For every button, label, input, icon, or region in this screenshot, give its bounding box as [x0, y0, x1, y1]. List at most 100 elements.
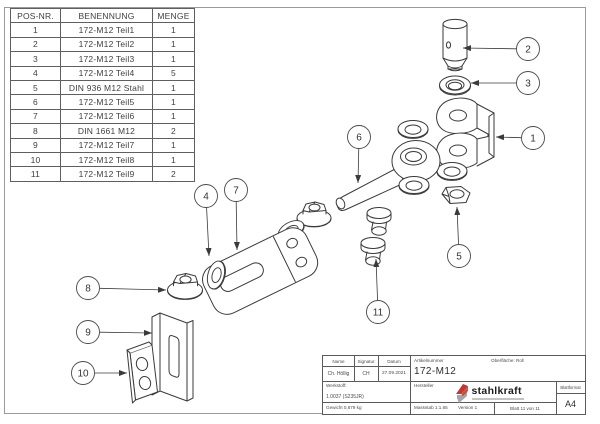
svg-text:10: 10 [77, 369, 89, 380]
bom-cell: 2 [10, 36, 61, 53]
bom-cell: 8 [10, 123, 61, 139]
svg-text:5: 5 [456, 252, 462, 263]
title-block: Name Signatur Datum Ch. Höllig CH 27.09.… [322, 355, 586, 415]
bom-cell: 2 [152, 166, 195, 182]
logo-text: stahlkraft [471, 385, 522, 397]
callout-8: 8 [76, 276, 167, 300]
svg-text:1: 1 [530, 134, 536, 145]
bom-cell: 1 [152, 151, 195, 168]
bom-cell: 172-M12 Teil1 [60, 22, 153, 38]
part-bushing [360, 237, 386, 266]
bom-header-qty: MENGE [152, 7, 195, 24]
name-value: Ch. Höllig [327, 370, 350, 377]
bom-cell: 4 [10, 65, 61, 81]
part-clevis [436, 97, 495, 169]
callout-11: 11 [366, 258, 390, 324]
part-washer [398, 176, 430, 195]
name-label: Name [332, 358, 345, 364]
part-washer [436, 162, 468, 181]
drawing-frame [4, 7, 586, 414]
callout-9: 9 [76, 320, 153, 344]
callout-5: 5 [447, 206, 471, 268]
part-pin [442, 18, 468, 72]
callout-2: 2 [462, 37, 540, 61]
hersteller-label: Hersteller [414, 383, 434, 388]
massstab-value: Massstab 1:1.65 [414, 405, 448, 410]
bom-cell: 172-M12 Teil7 [60, 137, 153, 153]
svg-text:4: 4 [203, 192, 209, 203]
bom-cell: 6 [10, 94, 61, 110]
signatur-label: Signatur [357, 358, 375, 364]
bom-cell: 1 [152, 94, 195, 110]
bom-header-row: POS-NR. BENENNUNG MENGE [10, 7, 195, 24]
svg-text:7: 7 [233, 186, 239, 197]
bom-cell: 7 [10, 108, 61, 125]
bom-cell: 172-M12 Teil8 [60, 151, 153, 168]
bom-cell: 172-M12 Teil6 [60, 108, 153, 125]
artikelnummer-value: 172-M12 [414, 366, 457, 377]
svg-text:2: 2 [525, 45, 531, 56]
artikelnummer-label: Artikelnummer [414, 358, 444, 363]
callout-7: 7 [224, 178, 248, 251]
svg-text:11: 11 [373, 308, 384, 319]
bom-cell: 5 [10, 79, 61, 96]
bom-cell: 11 [10, 166, 61, 182]
part-washer-top [439, 75, 471, 96]
part-flange-nut [296, 201, 332, 228]
part-plate [126, 341, 158, 404]
blattformat-value: A4 [564, 398, 576, 409]
callout-1: 1 [495, 126, 545, 150]
bom-cell: 1 [152, 22, 195, 38]
part-washer [397, 120, 429, 139]
callout-3: 3 [471, 71, 540, 95]
svg-text:8: 8 [85, 284, 91, 295]
part-rod-end [335, 140, 441, 211]
bom-cell: 2 [152, 123, 195, 139]
callout-4: 4 [194, 184, 218, 257]
bom-cell: 1 [152, 36, 195, 53]
stahlkraft-logo: stahlkraft [423, 383, 555, 403]
bom-cell: 1 [152, 137, 195, 153]
bom-cell: 172-M12 Teil2 [60, 36, 153, 53]
bom-cell: 172-M12 Teil9 [60, 166, 153, 182]
bom-cell: 172-M12 Teil3 [60, 51, 153, 67]
bom-cell: 9 [10, 137, 61, 153]
callout-6: 6 [347, 125, 371, 184]
part-bracket [202, 227, 319, 315]
svg-text:3: 3 [525, 79, 531, 90]
svg-text:9: 9 [85, 328, 91, 339]
bom-cell: 1 [152, 79, 195, 96]
part-flange-nut [167, 273, 203, 300]
bom-cell: DIN 936 M12 Stahl [60, 79, 153, 96]
svg-text:6: 6 [356, 133, 362, 144]
bom-cell: 10 [10, 151, 61, 168]
bom-header-pos: POS-NR. [10, 7, 61, 24]
signatur-value: CH [362, 370, 370, 377]
datum-label: Datum [387, 358, 401, 364]
bom-cell: 1 [152, 51, 195, 67]
werkstoff-label: Werkstoff: [326, 383, 347, 388]
bom-cell: 172-M12 Teil4 [60, 65, 153, 81]
bom-cell: 172-M12 Teil5 [60, 94, 153, 110]
part-channel [151, 312, 194, 402]
stahlkraft-logo-icon [455, 383, 468, 403]
callout-10: 10 [71, 361, 127, 385]
datum-value: 27.09.2021 [381, 371, 406, 376]
part-bushing [366, 207, 392, 236]
blattformat-label: Blattformat [560, 384, 581, 390]
